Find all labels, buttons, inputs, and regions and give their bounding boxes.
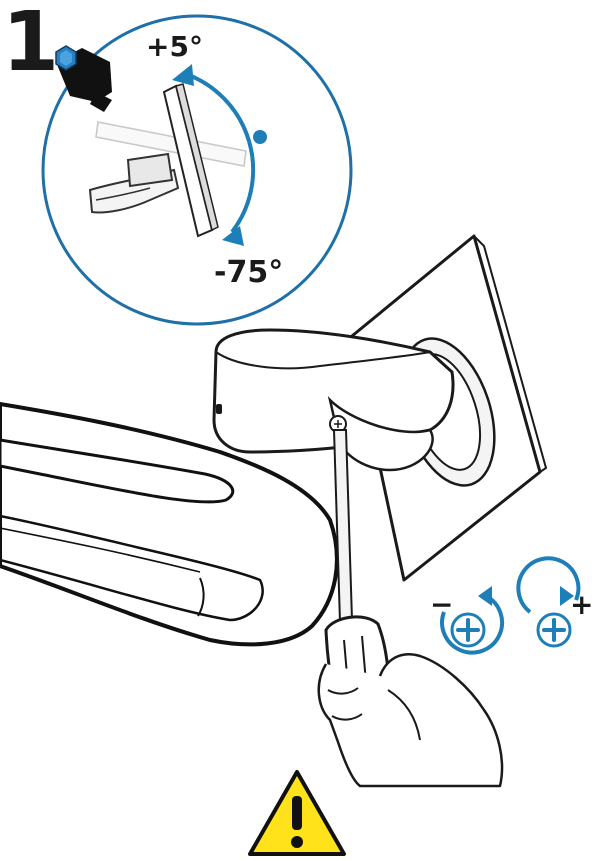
tilt-arc-arrow <box>172 64 267 246</box>
rotate-counterclockwise-icon: − <box>430 586 505 655</box>
tilt-up-label: +5° <box>146 30 203 63</box>
tilt-detail-circle: +5° -75° <box>41 14 353 326</box>
warning-icon <box>248 770 346 856</box>
monitor-tilted <box>162 83 219 238</box>
arrow-head-down <box>222 226 244 246</box>
monitor-arm <box>0 402 339 647</box>
hex-key-icon <box>55 45 112 112</box>
rotate-clockwise-icon: + <box>516 556 593 648</box>
tilt-down-label: -75° <box>214 255 283 290</box>
step-number: 1 <box>2 0 59 90</box>
plus-sign: + <box>570 588 593 621</box>
arm-head <box>212 328 455 472</box>
arrow-head-up <box>172 64 194 86</box>
pivot-dot <box>253 130 267 144</box>
hand <box>317 653 504 788</box>
minus-sign: − <box>430 588 453 621</box>
arm-mini <box>88 152 180 214</box>
